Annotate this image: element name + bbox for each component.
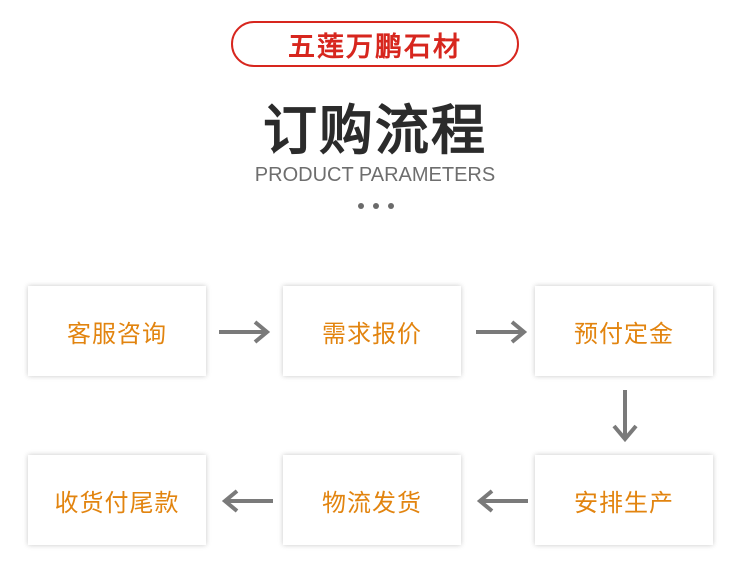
arrow-left-icon [476,489,528,513]
arrow-right-icon [219,320,271,344]
ellipsis-dots-icon [357,203,397,211]
step-box-production: 安排生产 [535,455,713,545]
page-title: 订购流程 [263,99,487,162]
brand-badge: 五莲万鹏石材 [231,21,519,67]
dot-icon [388,203,394,209]
arrow-left-icon [221,489,273,513]
dot-icon [373,203,379,209]
step-box-consult: 客服咨询 [28,286,206,376]
step-box-deposit: 预付定金 [535,286,713,376]
arrow-down-icon [612,390,638,443]
page-subtitle: PRODUCT PARAMETERS [254,164,496,186]
dot-icon [358,203,364,209]
arrow-right-icon [476,320,528,344]
step-box-quote: 需求报价 [283,286,461,376]
step-box-shipping: 物流发货 [283,455,461,545]
step-box-final-payment: 收货付尾款 [28,455,206,545]
